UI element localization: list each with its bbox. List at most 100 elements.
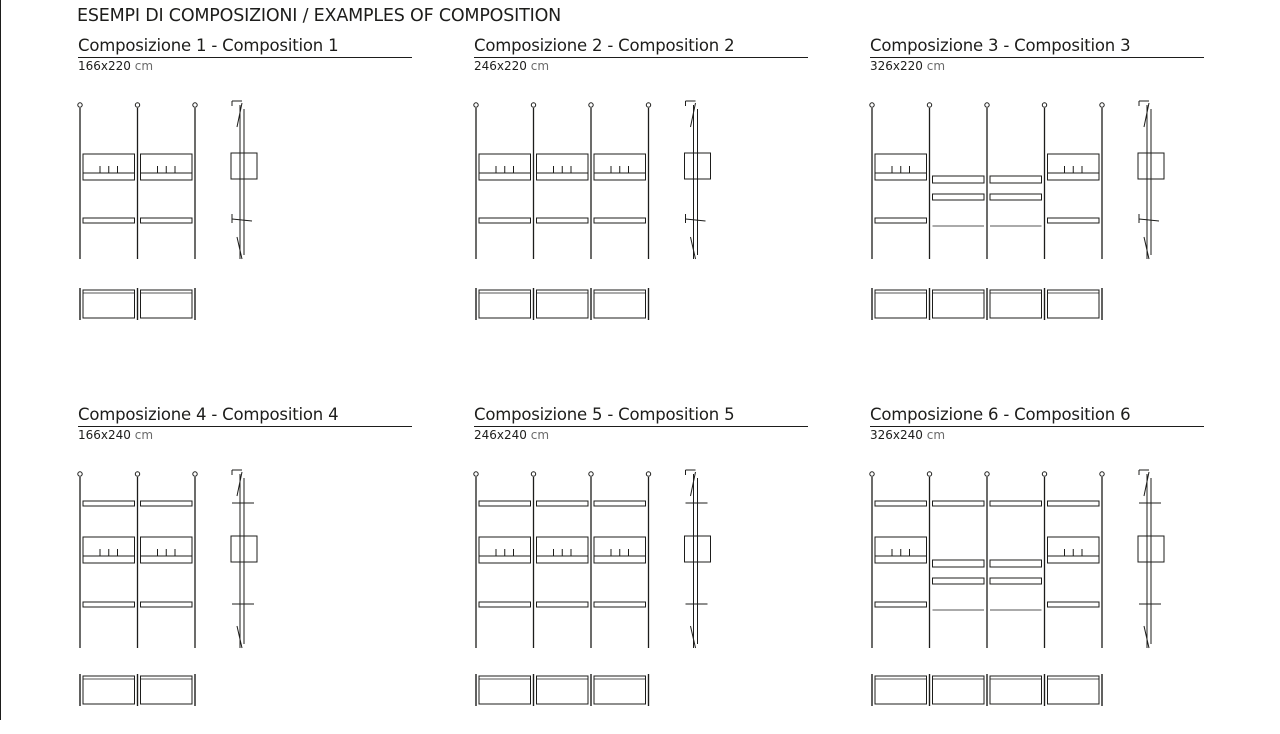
plan-module — [479, 676, 531, 704]
wall-cabinet — [594, 154, 646, 180]
plan-module — [990, 290, 1042, 318]
plan-module — [1048, 290, 1100, 318]
side-taper — [1144, 626, 1149, 648]
top-shelf — [933, 501, 985, 506]
side-cabinet — [231, 153, 257, 179]
composition-drawing — [78, 75, 412, 365]
shelf — [479, 218, 531, 223]
composition-title: Composizione 3 - Composition 3 — [870, 35, 1204, 58]
plan-module — [537, 676, 589, 704]
composition-4: Composizione 4 - Composition 4 166x240 c… — [78, 404, 412, 734]
composition-5: Composizione 5 - Composition 5 246x240 c… — [474, 404, 808, 734]
side-taper — [237, 472, 242, 496]
wall-cabinet — [141, 537, 193, 563]
composition-2: Composizione 2 - Composition 2 246x220 c… — [474, 35, 808, 365]
plan-module — [141, 290, 193, 318]
page-title: ESEMPI DI COMPOSIZIONI / EXAMPLES OF COM… — [77, 6, 562, 26]
ceiling-fixing — [1042, 472, 1046, 476]
side-shelf — [1139, 219, 1159, 221]
plan-module — [83, 290, 135, 318]
wall-cabinet — [479, 537, 531, 563]
side-taper — [237, 626, 242, 648]
front-view — [78, 472, 197, 648]
composition-1: Composizione 1 - Composition 1 166x220 c… — [78, 35, 412, 365]
ceiling-fixing — [474, 103, 478, 107]
composition-title: Composizione 1 - Composition 1 — [78, 35, 412, 58]
wall-cabinet — [537, 154, 589, 180]
side-shelf — [232, 219, 252, 221]
ceiling-fixing — [531, 103, 535, 107]
side-cabinet — [231, 536, 257, 562]
shelf — [1048, 218, 1100, 223]
wall-cabinet — [1048, 154, 1100, 180]
side-cabinet — [1138, 536, 1164, 562]
shelf — [594, 218, 646, 223]
composition-drawing — [474, 444, 808, 724]
plan-module — [594, 290, 646, 318]
plan-module — [141, 676, 193, 704]
plan-module — [933, 676, 985, 704]
wall-cabinet — [83, 154, 135, 180]
shelf — [1048, 602, 1100, 607]
ceiling-fixing — [646, 103, 650, 107]
wall-cabinet — [1048, 537, 1100, 563]
wall-cabinet — [83, 537, 135, 563]
shelf — [537, 218, 589, 223]
shelf — [537, 602, 589, 607]
plan-view — [872, 674, 1102, 706]
plan-view — [80, 288, 195, 320]
dimension-unit: cm — [134, 428, 154, 442]
side-taper — [691, 626, 696, 648]
dimension-value: 326x240 — [870, 428, 923, 442]
top-shelf — [479, 501, 531, 506]
ceiling-fixing — [193, 472, 197, 476]
side-cabinet — [685, 153, 711, 179]
top-shelf — [594, 501, 646, 506]
front-view — [870, 472, 1104, 648]
ceiling-fixing — [1042, 103, 1046, 107]
side-taper — [237, 237, 242, 259]
drawer-unit — [990, 176, 1042, 183]
dimension-value: 326x220 — [870, 59, 923, 73]
side-view — [1138, 470, 1164, 648]
plan-view — [476, 288, 649, 320]
top-shelf — [141, 501, 193, 506]
side-taper — [237, 103, 242, 127]
ceiling-fixing — [927, 472, 931, 476]
ceiling-fixing — [589, 472, 593, 476]
shelf — [875, 602, 927, 607]
ceiling-fixing — [589, 103, 593, 107]
side-view — [685, 470, 711, 648]
ceiling-fixing — [474, 472, 478, 476]
shelf — [594, 602, 646, 607]
side-view — [231, 470, 257, 648]
ceiling-fixing — [193, 103, 197, 107]
ceiling-fixing — [870, 472, 874, 476]
side-shelf — [686, 219, 706, 221]
plan-module — [83, 676, 135, 704]
side-view — [1138, 101, 1164, 259]
ceiling-fixing — [1100, 472, 1104, 476]
wall-cabinet — [479, 154, 531, 180]
ceiling-fixing — [646, 472, 650, 476]
composition-dimensions: 166x240 cm — [78, 428, 153, 443]
side-taper — [1144, 237, 1149, 259]
plan-module — [990, 676, 1042, 704]
composition-title: Composizione 6 - Composition 6 — [870, 404, 1204, 427]
page-border — [0, 0, 1, 720]
plan-view — [872, 288, 1102, 320]
ceiling-fixing — [78, 472, 82, 476]
shelf — [83, 218, 135, 223]
drawer-unit — [990, 578, 1042, 584]
top-shelf — [1048, 501, 1100, 506]
dimension-value: 166x220 — [78, 59, 131, 73]
ceiling-fixing — [1100, 103, 1104, 107]
composition-dimensions: 326x240 cm — [870, 428, 945, 443]
composition-drawing — [474, 75, 808, 365]
side-cabinet — [685, 536, 711, 562]
dimension-unit: cm — [926, 59, 946, 73]
side-taper — [691, 103, 696, 127]
drawer-unit — [990, 194, 1042, 200]
ceiling-fixing — [135, 472, 139, 476]
composition-dimensions: 166x220 cm — [78, 59, 153, 74]
